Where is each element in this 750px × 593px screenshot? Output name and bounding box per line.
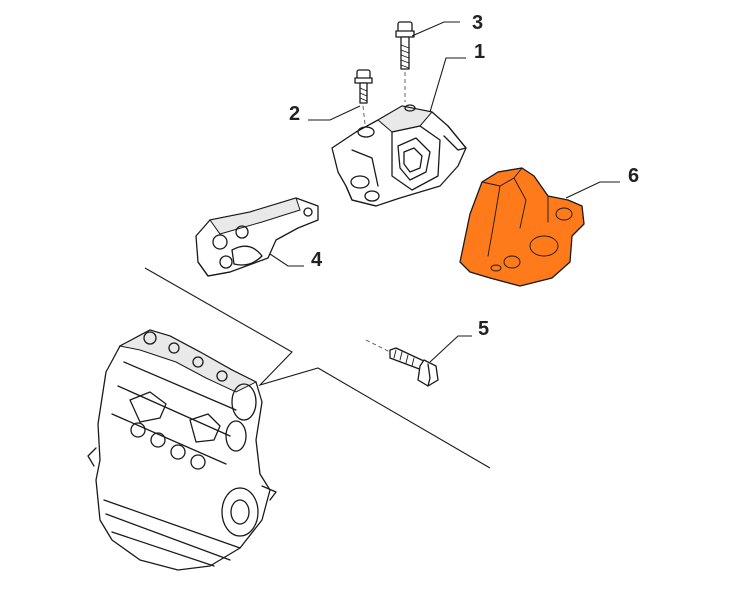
- callout-6: 6: [628, 165, 639, 187]
- part-6-body[interactable]: [459, 167, 585, 287]
- callout-4: 4: [311, 249, 323, 271]
- part-1-engine-mount[interactable]: [331, 104, 467, 207]
- part-4-bracket[interactable]: [195, 197, 319, 277]
- callout-1-leader: [429, 57, 466, 113]
- part-6-rubber-mount[interactable]: [459, 167, 585, 287]
- callout-1: 1: [474, 41, 485, 63]
- engine-block: [87, 329, 277, 571]
- callout-4-leader: [269, 253, 304, 267]
- callout-2-leader: [308, 105, 361, 121]
- callout-3-leader: [411, 21, 460, 37]
- callout-6-leader: [565, 181, 620, 199]
- part-5-mount-bolt[interactable]: [365, 339, 439, 387]
- part-3-long-bolt[interactable]: [395, 21, 415, 102]
- callout-3: 3: [472, 12, 483, 34]
- callout-5-leader: [429, 335, 472, 363]
- section-boundary-line: [144, 267, 491, 469]
- callout-5: 5: [478, 318, 489, 340]
- part-2-short-bolt[interactable]: [354, 69, 373, 125]
- callout-2: 2: [289, 103, 300, 125]
